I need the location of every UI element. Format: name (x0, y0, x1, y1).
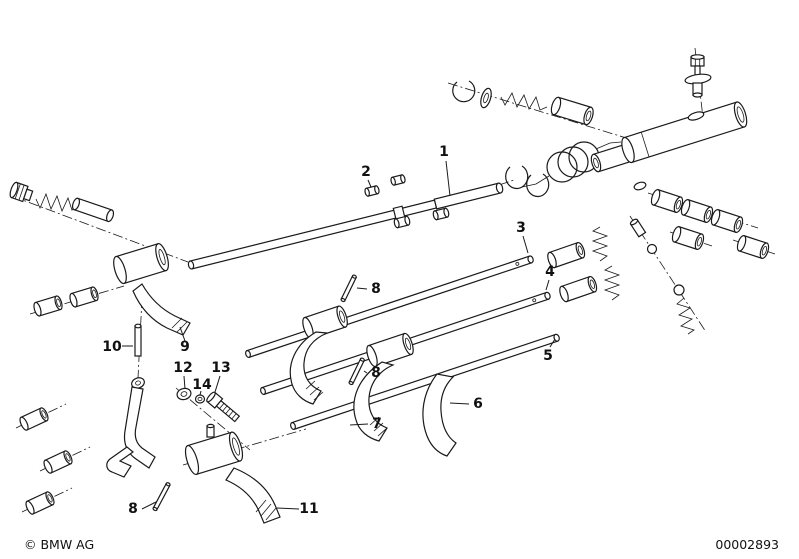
top-circlip (452, 80, 476, 103)
callout-13: 13 (211, 360, 230, 376)
shift-fork-b (353, 332, 414, 442)
bushing-group-bottom-left (19, 407, 73, 515)
detent-spring-a (591, 226, 609, 262)
return-spring (521, 141, 622, 188)
ring-14 (194, 394, 206, 404)
copyright-text: © BMW AG (24, 537, 94, 552)
detent-spring (35, 192, 77, 213)
selector-shaft-housing (590, 101, 748, 191)
callout-11: 11 (299, 501, 318, 517)
callout-6: 6 (473, 396, 483, 412)
selector-rod-1 (187, 182, 504, 270)
selector-lever (106, 377, 156, 478)
callout-4: 4 (545, 264, 555, 280)
bushing-pair-left (33, 286, 99, 317)
callout-9: 9 (180, 339, 190, 355)
housing-bolt (684, 54, 712, 98)
top-spring (500, 92, 548, 111)
leader-lines (122, 160, 556, 510)
callout-5: 5 (543, 348, 553, 364)
top-sleeve (550, 96, 594, 126)
callout-1: 1 (439, 144, 449, 160)
callout-8-mid: 8 (371, 365, 381, 381)
shift-fork-6 (422, 373, 457, 457)
sleeve-b (559, 275, 598, 303)
rod-nuts (364, 174, 450, 229)
callout-8-bottom: 8 (128, 501, 138, 517)
detent-spring-b (603, 265, 621, 301)
top-washer (480, 87, 492, 109)
shift-fork-11 (184, 423, 281, 524)
sleeve-a (547, 241, 586, 269)
detent-ball-chain (629, 218, 695, 335)
pin-8-top (340, 274, 357, 303)
shift-fork-9 (113, 242, 191, 336)
callout-10: 10 (102, 339, 122, 355)
callout-12: 12 (173, 360, 192, 376)
bolt-13 (206, 391, 241, 423)
callout-2: 2 (361, 164, 371, 180)
callout-7: 7 (372, 416, 382, 432)
callout-3: 3 (516, 220, 526, 236)
drawing-number: 00002893 (715, 537, 779, 552)
washer-12 (176, 387, 192, 401)
hatching (171, 317, 388, 521)
circlip-pair (505, 165, 550, 198)
callout-8-top: 8 (371, 281, 381, 297)
pin-8-mid (348, 357, 365, 386)
bushing-group-right (650, 188, 770, 260)
pin-8-bottom (152, 482, 171, 512)
callout-14: 14 (192, 377, 212, 393)
pin-10 (134, 323, 142, 357)
detent-pin (71, 197, 115, 223)
shift-fork-a (289, 305, 348, 405)
detent-bolt-assembly (9, 181, 115, 223)
